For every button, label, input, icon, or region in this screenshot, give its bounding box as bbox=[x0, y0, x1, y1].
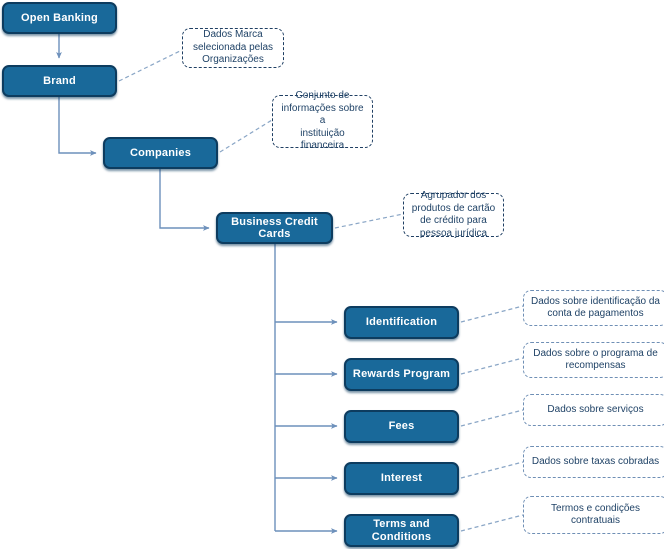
node-label: Terms and Conditions bbox=[371, 518, 432, 543]
callout-text: Dados sobre taxas cobradas bbox=[531, 455, 660, 467]
edge-brand-to-companies bbox=[58, 97, 97, 156]
node-interest[interactable]: Interest bbox=[344, 462, 459, 495]
callout-interest-note: Dados sobre taxas cobradas bbox=[523, 446, 664, 478]
node-label: Identification bbox=[365, 316, 438, 329]
node-companies[interactable]: Companies bbox=[103, 137, 218, 169]
node-label: Companies bbox=[129, 146, 192, 159]
callout-identification-note: Dados sobre identificação da conta de pa… bbox=[523, 290, 664, 326]
callout-rewards-program-note: Dados sobre o programa de recompensas bbox=[523, 342, 664, 378]
callout-text: Conjunto de informações sobre a institui… bbox=[281, 90, 364, 152]
node-label: Business Credit Cards bbox=[231, 215, 318, 240]
edge-companies-to-bcc bbox=[159, 169, 210, 231]
callout-companies-note: Conjunto de informações sobre a institui… bbox=[272, 90, 373, 151]
node-business-credit-cards[interactable]: Business Credit Cards bbox=[216, 212, 333, 244]
callout-terms-and-conditions-note: Termos e condições contratuais bbox=[523, 496, 664, 534]
node-label: Open Banking bbox=[21, 11, 98, 24]
callout-fees-note: Dados sobre serviços bbox=[523, 394, 664, 426]
node-open-banking[interactable]: Open Banking bbox=[2, 2, 117, 34]
leader-fees-note bbox=[460, 409, 524, 427]
callout-text: Termos e condições contratuais bbox=[551, 502, 640, 527]
leader-terms-note bbox=[460, 514, 524, 532]
leader-brand-note bbox=[118, 49, 183, 82]
callout-text: Dados sobre serviços bbox=[547, 403, 644, 415]
node-rewards-program[interactable]: Rewards Program bbox=[344, 358, 459, 391]
node-label: Rewards Program bbox=[352, 368, 451, 381]
node-brand[interactable]: Brand bbox=[2, 65, 117, 97]
node-identification[interactable]: Identification bbox=[344, 306, 459, 339]
callout-text: Dados sobre o programa de recompensas bbox=[533, 347, 658, 372]
callout-business-credit-cards-note: Agrupador dos produtos de cartão de créd… bbox=[403, 190, 504, 239]
leader-bcc-note bbox=[334, 213, 404, 229]
node-label: Interest bbox=[380, 472, 423, 485]
leader-rewards-note bbox=[460, 357, 524, 375]
node-fees[interactable]: Fees bbox=[344, 410, 459, 443]
leader-companies-note bbox=[219, 119, 273, 153]
node-label: Brand bbox=[43, 74, 76, 87]
leader-identification-note bbox=[460, 305, 524, 323]
callout-text: Agrupador dos produtos de cartão de créd… bbox=[411, 190, 496, 239]
node-label: Fees bbox=[388, 420, 415, 433]
callout-brand-note: Dados Marca selecionada pelas Organizaçõ… bbox=[182, 28, 284, 68]
callout-text: Dados Marca selecionada pelas Organizaçõ… bbox=[192, 29, 274, 66]
leader-interest-note bbox=[460, 461, 524, 479]
node-terms-and-conditions[interactable]: Terms and Conditions bbox=[344, 514, 459, 547]
callout-text: Dados sobre identificação da conta de pa… bbox=[531, 295, 660, 320]
